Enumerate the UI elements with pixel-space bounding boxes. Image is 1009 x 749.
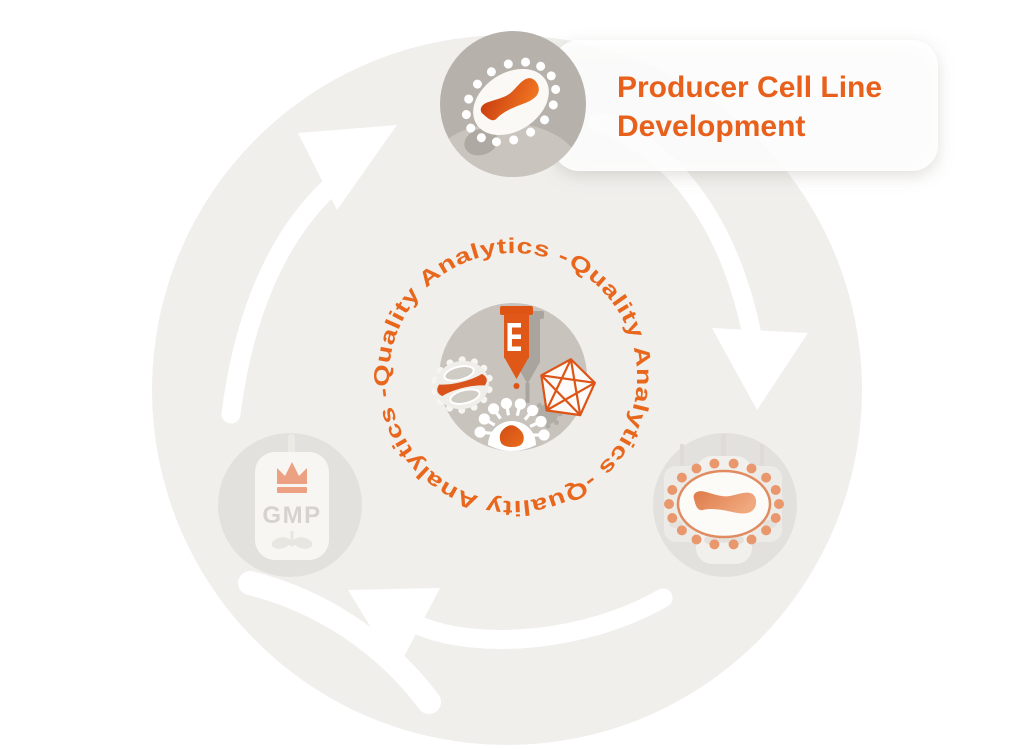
producer-card[interactable]: Producer Cell Line Development (553, 40, 938, 171)
node-producer-cell-line[interactable] (431, 31, 586, 211)
card-title-line2: Development (617, 110, 805, 143)
virus-icon (474, 397, 550, 451)
background-swoosh (238, 571, 441, 714)
card-title-line1: Producer Cell Line (617, 71, 882, 104)
node-gmp-manufacturing[interactable]: GMP (218, 433, 362, 577)
cycle-arrow-to-producer (221, 125, 397, 424)
impeller-icon (271, 531, 313, 549)
cycle-arrow-to-gmp (348, 588, 673, 670)
virus-with-bioreactors-icon (664, 434, 784, 564)
syringe-icon (500, 306, 544, 403)
virus-in-cell-icon (440, 57, 579, 177)
gmp-label: GMP (262, 502, 321, 529)
cell-gear-icon (431, 356, 493, 414)
polyhedron-icon (540, 358, 596, 417)
gmp-bioreactor-icon: GMP (255, 434, 329, 560)
node-production-bioreactor[interactable] (653, 433, 797, 577)
quality-analytics-hub[interactable] (425, 303, 598, 451)
crown-icon (277, 462, 307, 493)
